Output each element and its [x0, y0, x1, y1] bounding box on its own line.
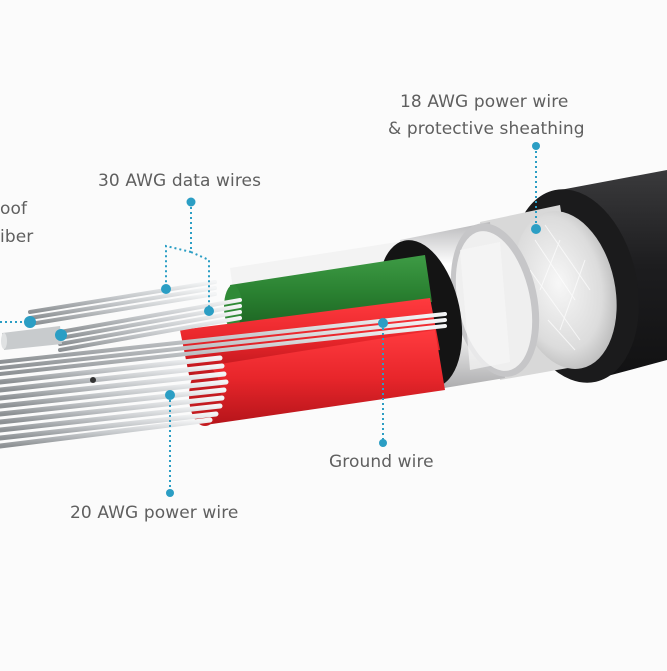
callout-dot — [204, 306, 214, 316]
label-outer-power-line1: 18 AWG power wire — [400, 92, 569, 112]
callout-line-data-a — [165, 202, 192, 288]
callout-dot — [24, 316, 36, 328]
label-inner-power: 20 AWG power wire — [70, 503, 239, 523]
callout-dot — [166, 489, 174, 497]
ground-wire-strands — [0, 312, 447, 376]
label-left-cut-2: iber — [0, 227, 34, 247]
callout-dot — [531, 224, 541, 234]
callout-dot — [55, 329, 67, 341]
power-wire-strands — [0, 355, 229, 449]
callout-dot — [165, 390, 175, 400]
callout-dots — [24, 142, 541, 497]
label-outer-power-line2: & protective sheathing — [388, 119, 585, 139]
callout-dot — [379, 439, 387, 447]
label-ground-wire: Ground wire — [329, 452, 434, 472]
callout-dot — [186, 197, 196, 207]
label-data-wires: 30 AWG data wires — [98, 171, 262, 191]
callout-dot — [532, 142, 540, 150]
fiber-core — [1, 326, 62, 350]
callout-dot — [378, 318, 388, 328]
callouts — [0, 146, 537, 492]
callout-line-data-b — [190, 251, 210, 311]
label-left-cut-1: oof — [0, 199, 28, 219]
callout-dot — [161, 284, 171, 294]
